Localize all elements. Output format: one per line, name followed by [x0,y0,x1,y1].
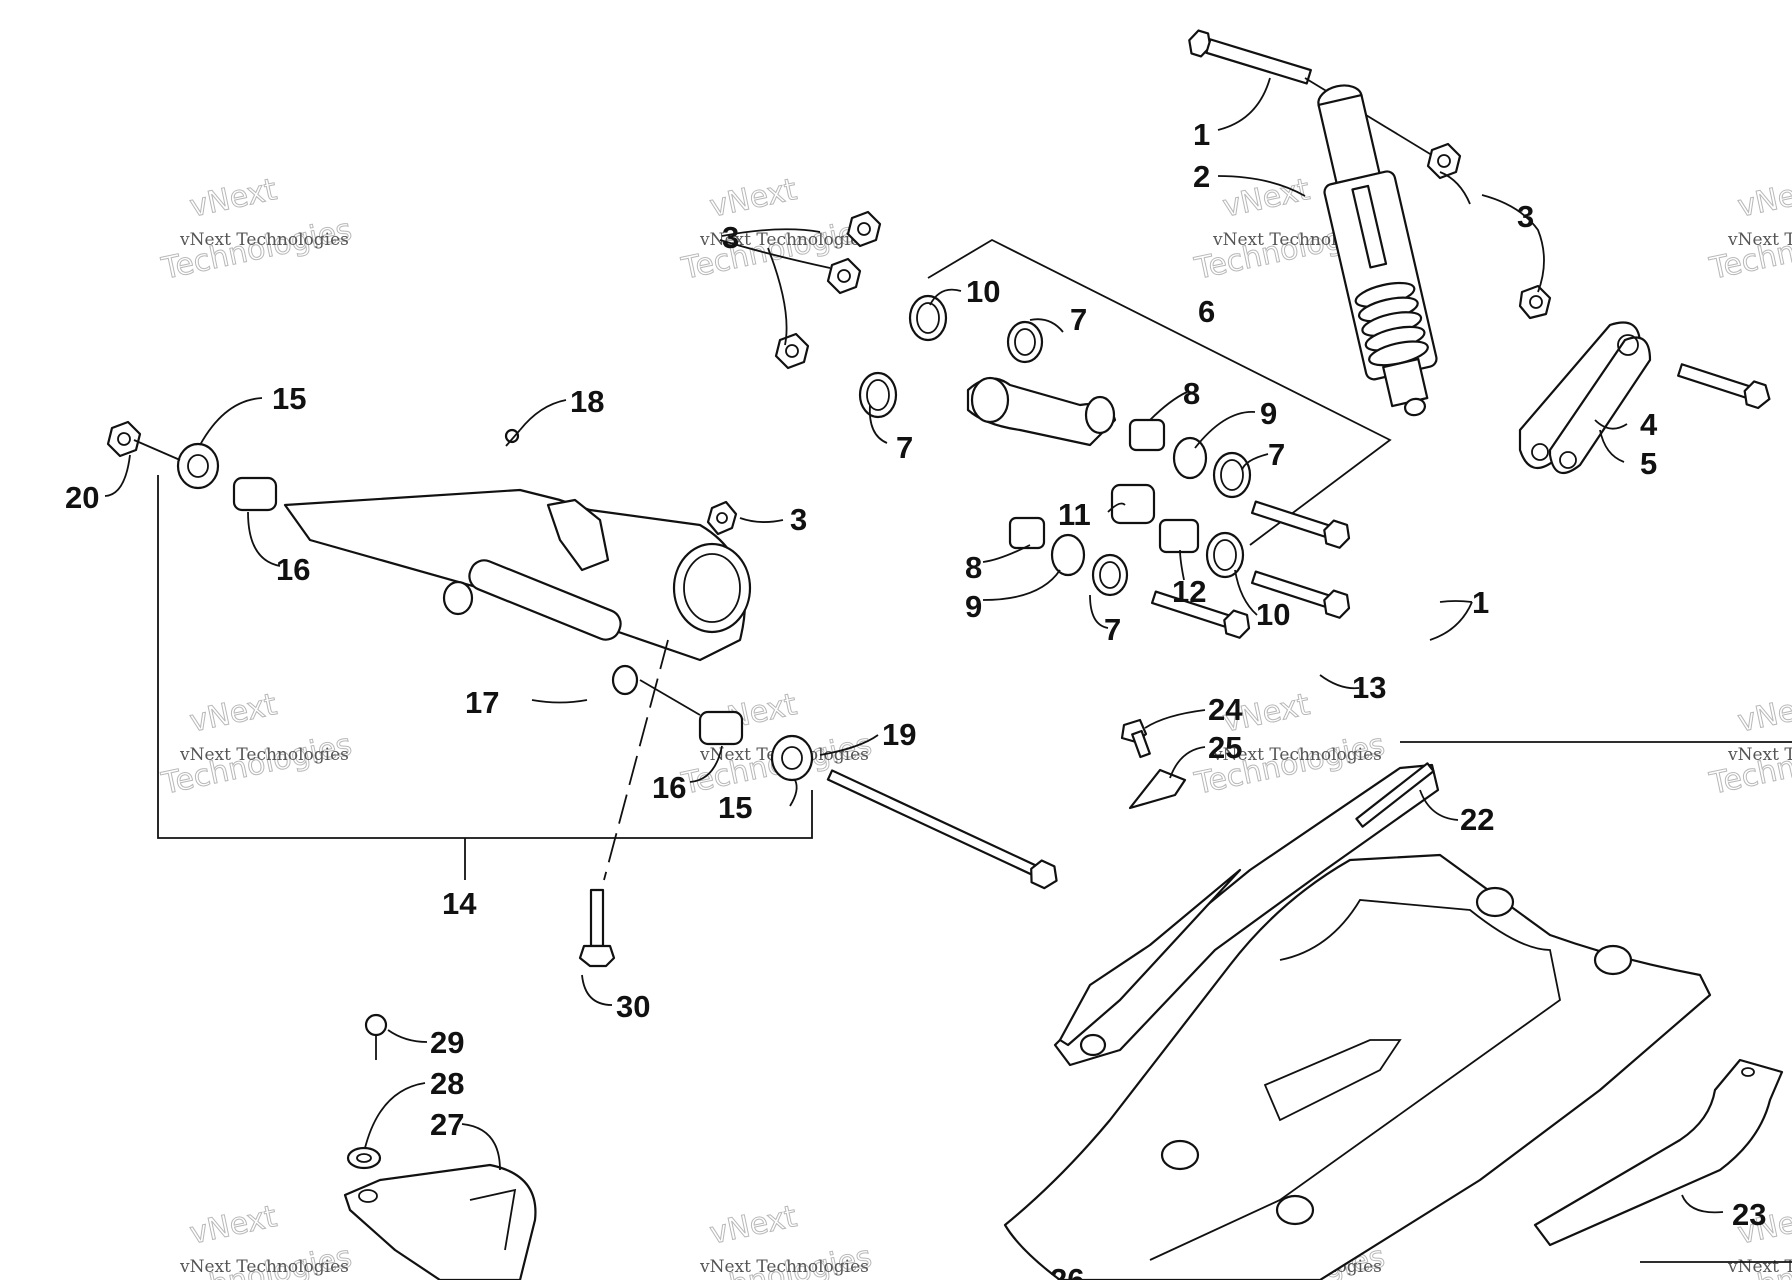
callout-8: 8 [965,550,982,585]
callout-23: 23 [1732,1197,1766,1232]
mount-bracket-27 [343,1163,537,1280]
watermark-prefix: vNext [1220,172,1313,225]
callout-6: 6 [1198,294,1215,329]
callout-29: 29 [430,1025,464,1060]
callout-10: 10 [1256,597,1290,632]
callout-19: 19 [882,717,916,752]
alignment-lines [133,439,701,881]
callout-7: 7 [1104,612,1121,647]
watermark-prefix: vNext [187,1199,280,1252]
watermark-text: vNext Technologies [179,1257,349,1277]
callout-17: 17 [465,685,499,720]
swing-arm [283,488,752,696]
callout-14: 14 [442,886,477,921]
callout-9: 9 [1260,396,1277,431]
callout-18: 18 [570,384,604,419]
link-5 [1518,321,1652,475]
callout-25: 25 [1208,730,1242,765]
callout-labels: 1 1 2 3 3 3 4 5 6 7 7 7 7 8 8 9 9 10 10 … [65,117,1766,1280]
callout-24: 24 [1208,692,1243,727]
callout-26: 26 [1050,1262,1084,1280]
nut-3-shock [1426,142,1462,180]
callout-7: 7 [1070,302,1087,337]
nut-3-link [1518,284,1552,320]
callout-16: 16 [652,770,686,805]
watermark-text: vNext Technologies [699,230,869,250]
callout-27: 27 [430,1107,464,1142]
callout-8: 8 [1183,376,1200,411]
bracket-lines [157,238,1792,1263]
swing-arm-hardware [106,420,1187,1170]
callout-3: 3 [1517,199,1534,234]
shock-absorber [1188,29,1441,417]
watermark-text: vNext Technologies [1212,745,1382,765]
callout-15: 15 [718,790,752,825]
watermark-prefix: vNext [187,172,280,225]
callout-22: 22 [1460,802,1494,837]
callout-28: 28 [430,1066,464,1101]
callout-20: 20 [65,480,99,515]
watermark-prefix: vNext [707,172,800,225]
callout-2: 2 [1193,159,1210,194]
watermark-prefix: vNext [707,1199,800,1252]
bolt-4 [1677,363,1771,410]
callout-13: 13 [1352,670,1386,705]
watermark-text: vNext Technologies [1727,745,1792,765]
slide-rail-23 [1533,1058,1784,1247]
callout-3: 3 [790,502,807,537]
watermark-text: vNext Technologies [1727,230,1792,250]
callout-4: 4 [1640,407,1658,442]
leader-lines [104,77,1724,1214]
watermark-text: vNext Technologies [179,230,349,250]
callout-15: 15 [272,381,306,416]
rail-frame [1003,762,1712,1280]
watermark-text: vNext Technologies [1727,1257,1792,1277]
watermark-prefix: vNext [187,687,280,740]
watermark-prefix: vNext [1735,687,1792,740]
watermark-text: vNext Technologies [699,1257,869,1277]
callout-9: 9 [965,589,982,624]
callout-5: 5 [1640,446,1657,481]
watermark-text: vNext Technologies [179,745,349,765]
watermark-prefix: vNext [1735,172,1792,225]
callout-1: 1 [1472,585,1489,620]
callout-10: 10 [966,274,1000,309]
callout-1: 1 [1193,117,1210,152]
hardware-group [774,210,1351,639]
callout-16: 16 [276,552,310,587]
callout-3: 3 [722,220,739,255]
callout-7: 7 [896,430,913,465]
callout-30: 30 [616,989,650,1024]
callout-7: 7 [1268,437,1285,472]
callout-11: 11 [1058,497,1091,532]
callout-12: 12 [1172,574,1206,609]
